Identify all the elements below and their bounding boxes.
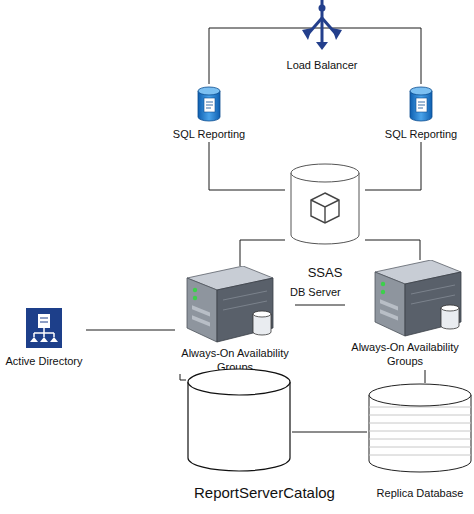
node-label: Replica Database	[367, 486, 473, 500]
node-label: SQL Reporting	[165, 127, 253, 141]
node-label: SQL Reporting	[377, 127, 465, 141]
reporting-server-icon	[408, 86, 434, 126]
analysis-cylinder-icon	[285, 163, 365, 251]
directory-service: Active Directory	[2, 308, 86, 370]
node-label: SSAS	[285, 265, 365, 281]
database-cylinder: ReportServerCatalog	[186, 368, 292, 474]
load-balancer-icon	[272, 0, 372, 54]
reporting-server-icon	[196, 86, 222, 126]
connector-line	[295, 305, 345, 306]
connector-line	[292, 432, 367, 433]
connector-line	[180, 374, 186, 380]
reporting-server: SQL Reporting	[165, 84, 253, 142]
connector-line	[372, 28, 421, 84]
db-server-icon	[179, 266, 275, 348]
node-label: Active Directory	[2, 354, 86, 368]
connector-line	[365, 142, 421, 190]
database-cylinder-icon	[367, 383, 473, 479]
analysis-cylinder: SSAS	[285, 163, 365, 283]
database-cylinder: Replica Database	[367, 383, 473, 503]
database-cylinder-icon	[186, 368, 292, 478]
connector-line	[86, 330, 175, 331]
connector-line	[209, 28, 272, 84]
connector-line	[425, 370, 426, 383]
connector-line	[365, 240, 420, 260]
node-label: Always-On Availability Groups	[345, 340, 465, 368]
connector-line	[209, 142, 285, 190]
db-server: Always-On Availability Groups	[345, 260, 465, 370]
server-label: DB Server	[290, 285, 341, 299]
connector-line	[240, 240, 285, 266]
load-balancer: Load Balancer	[272, 0, 372, 74]
reporting-server: SQL Reporting	[377, 84, 465, 142]
db-server-icon	[367, 260, 463, 342]
db-server: Always-On Availability Groups	[175, 266, 295, 374]
node-label: Load Balancer	[272, 58, 372, 72]
node-label: ReportServerCatalog	[194, 484, 335, 502]
directory-service-icon	[26, 308, 62, 352]
